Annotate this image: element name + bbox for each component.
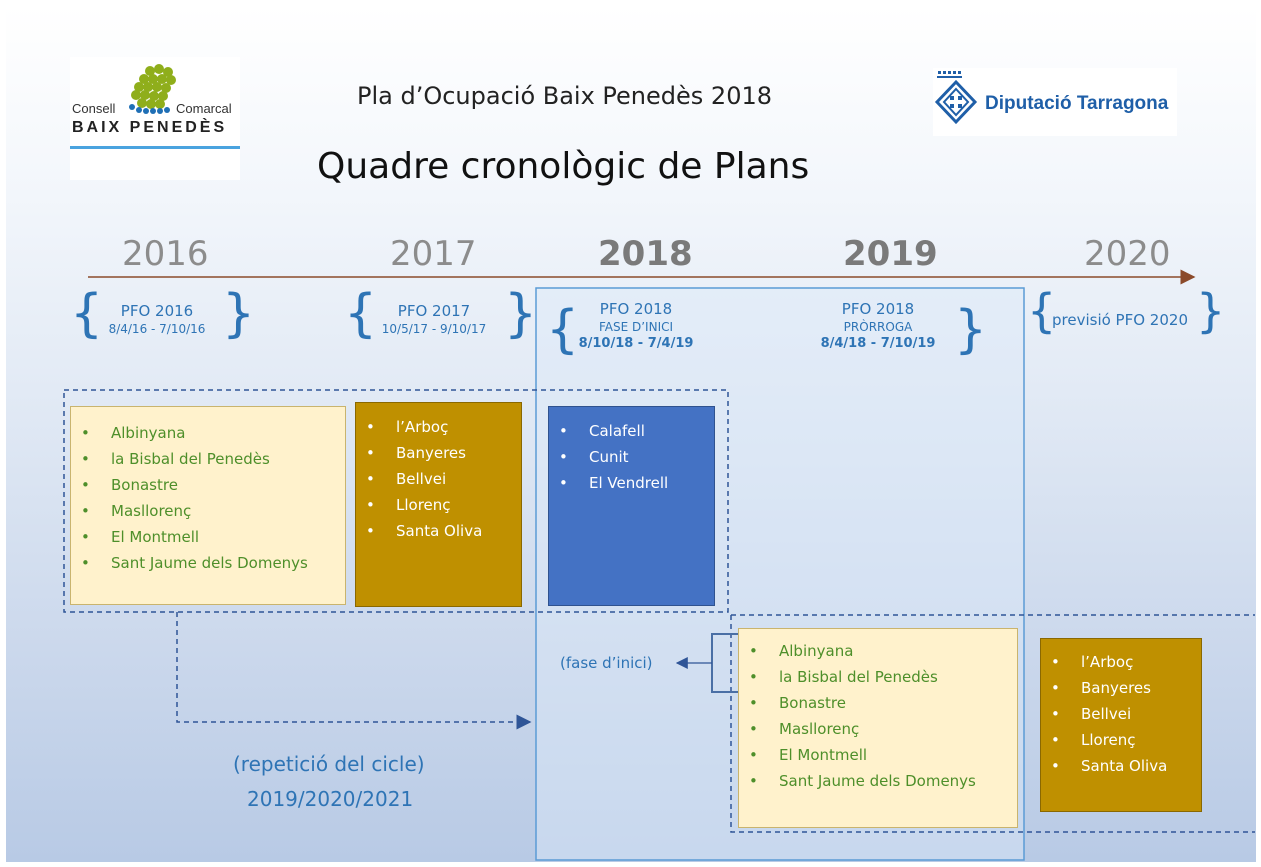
subtitle: Pla d’Ocupació Baix Penedès 2018 <box>357 82 772 110</box>
year-2020: 2020 <box>1084 234 1171 274</box>
year-2018: 2018 <box>598 234 693 274</box>
cycle-note-line2: 2019/2020/2021 <box>247 787 414 811</box>
list-item: Santa Oliva <box>356 518 521 544</box>
brace-right-2016: } <box>222 284 256 344</box>
brace-left-2018: { <box>546 300 580 360</box>
group-box-2019: Albinyana la Bisbal del Penedès Bonastre… <box>738 628 1018 828</box>
list-item: El Vendrell <box>549 470 714 496</box>
list-item: l’Arboç <box>356 414 521 440</box>
brace-left-2017: { <box>344 284 378 344</box>
plan-dates-2018-prorroga: 8/4/18 - 7/10/19 <box>820 336 936 351</box>
list-item: El Montmell <box>739 742 1017 768</box>
diputacio-tarragona-logo: Diputació Tarragona <box>933 68 1177 136</box>
brace-left-2016: { <box>70 284 104 344</box>
group-list-2017: l’Arboç Banyeres Bellvei Llorenç Santa O… <box>356 414 521 544</box>
diputacio-name: Diputació Tarragona <box>985 93 1169 114</box>
group-list-2019: Albinyana la Bisbal del Penedès Bonastre… <box>739 638 1017 794</box>
brace-right-2020: } <box>1196 284 1226 338</box>
list-item: Llorenç <box>1041 727 1201 753</box>
brace-right-2017: } <box>504 284 538 344</box>
group-list-2016: Albinyana la Bisbal del Penedès Bonastre… <box>71 420 345 576</box>
year-2016: 2016 <box>122 234 209 274</box>
list-item: Albinyana <box>739 638 1017 664</box>
list-item: Calafell <box>549 418 714 444</box>
group-box-2016: Albinyana la Bisbal del Penedès Bonastre… <box>70 406 346 605</box>
plan-label-2016: PFO 2016 8/4/16 - 7/10/16 <box>92 302 222 336</box>
list-item: Banyeres <box>1041 675 1201 701</box>
consell-comarcal-logo: Consell Comarcal BAIX PENEDÈS <box>70 57 240 180</box>
list-item: Cunit <box>549 444 714 470</box>
year-2019: 2019 <box>843 234 938 274</box>
consell-word: Consell <box>72 101 116 116</box>
list-item: Banyeres <box>356 440 521 466</box>
list-item: Santa Oliva <box>1041 753 1201 779</box>
group-box-2017: l’Arboç Banyeres Bellvei Llorenç Santa O… <box>355 402 522 607</box>
list-item: Bonastre <box>739 690 1017 716</box>
list-item: Bellvei <box>356 466 521 492</box>
diputacio-emblem-icon <box>934 71 978 125</box>
list-item: la Bisbal del Penedès <box>739 664 1017 690</box>
dashed-region-top <box>63 389 729 613</box>
list-item: Sant Jaume dels Domenys <box>71 550 345 576</box>
plan-label-2018-inici: PFO 2018 FASE D’INICI 8/10/18 - 7/4/19 <box>566 300 706 351</box>
list-item: Llorenç <box>356 492 521 518</box>
plan-dates-2017: 10/5/17 - 9/10/17 <box>381 322 487 336</box>
plan-phase-2018-prorroga: PRÒRROGA <box>843 320 913 334</box>
list-item: la Bisbal del Penedès <box>71 446 345 472</box>
page-title: Quadre cronològic de Plans <box>317 146 810 187</box>
list-item: Albinyana <box>71 420 345 446</box>
plan-name-2018-prorroga: PFO 2018 <box>841 300 915 318</box>
group-list-2020: l’Arboç Banyeres Bellvei Llorenç Santa O… <box>1041 649 1201 779</box>
list-item: Masllorenç <box>739 716 1017 742</box>
plan-label-2017: PFO 2017 10/5/17 - 9/10/17 <box>364 302 504 336</box>
fase-inici-note: (fase d’inici) <box>560 654 653 672</box>
baix-penedes-word: BAIX PENEDÈS <box>72 119 228 136</box>
plan-name-2017: PFO 2017 <box>397 302 471 320</box>
cycle-note-line1: (repetició del cicle) <box>233 752 425 776</box>
plan-name-2018-inici: PFO 2018 <box>599 300 673 318</box>
plan-dates-2016: 8/4/16 - 7/10/16 <box>108 322 206 336</box>
year-2017: 2017 <box>390 234 477 274</box>
comarcal-word: Comarcal <box>176 101 232 116</box>
plan-label-2018-prorroga: PFO 2018 PRÒRROGA 8/4/18 - 7/10/19 <box>808 300 948 351</box>
list-item: El Montmell <box>71 524 345 550</box>
group-box-2018: Calafell Cunit El Vendrell <box>548 406 715 606</box>
plan-label-2020: previsió PFO 2020 <box>1045 311 1195 329</box>
list-item: Masllorenç <box>71 498 345 524</box>
grape-cluster-icon <box>70 64 240 149</box>
brace-right-2018: } <box>954 300 988 360</box>
brace-left-2020: { <box>1027 284 1057 338</box>
plan-name-2020: previsió PFO 2020 <box>1052 311 1188 329</box>
list-item: l’Arboç <box>1041 649 1201 675</box>
group-box-2020: l’Arboç Banyeres Bellvei Llorenç Santa O… <box>1040 638 1202 812</box>
cycle-arrow <box>176 612 532 730</box>
dashed-region-bottom <box>730 614 1255 833</box>
plan-name-2016: PFO 2016 <box>120 302 194 320</box>
plan-phase-2018-inici: FASE D’INICI <box>598 320 674 334</box>
group-list-2018: Calafell Cunit El Vendrell <box>549 418 714 496</box>
list-item: Bonastre <box>71 472 345 498</box>
plan-dates-2018-inici: 8/10/18 - 7/4/19 <box>578 336 694 351</box>
list-item: Bellvei <box>1041 701 1201 727</box>
list-item: Sant Jaume dels Domenys <box>739 768 1017 794</box>
